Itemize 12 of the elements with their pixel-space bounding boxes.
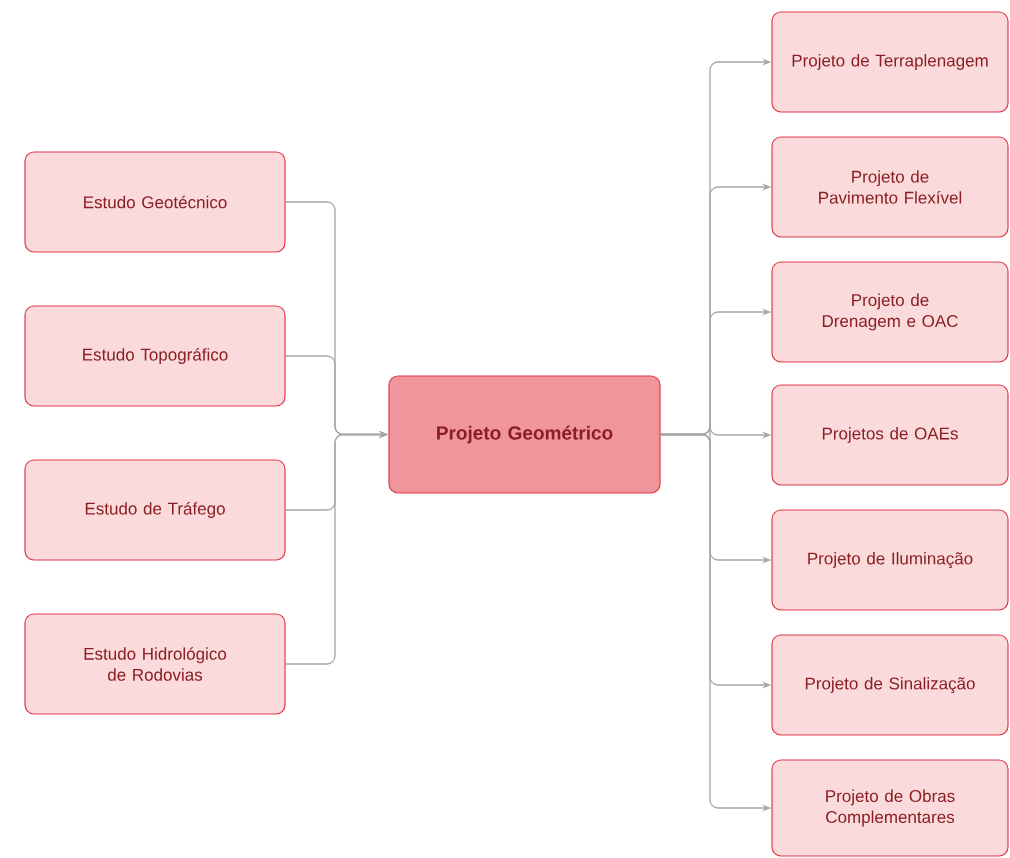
process-box: Projeto de Drenagem e OAC bbox=[771, 261, 1009, 363]
process-box: Projeto de Terraplenagem bbox=[771, 11, 1009, 113]
main-process-box: Projeto Geométrico bbox=[388, 375, 661, 494]
process-box: Projeto de Iluminação bbox=[771, 509, 1009, 611]
process-box: Projetos de OAEs bbox=[771, 384, 1009, 486]
process-box: Estudo Geotécnico bbox=[24, 151, 286, 253]
process-box: Estudo de Tráfego bbox=[24, 459, 286, 561]
process-box: Projeto de Pavimento Flexível bbox=[771, 136, 1009, 238]
process-box: Estudo Topográfico bbox=[24, 305, 286, 407]
process-box: Projeto de Sinalização bbox=[771, 634, 1009, 736]
process-box: Projeto de Obras Complementares bbox=[771, 759, 1009, 857]
process-box: Estudo Hidrológico de Rodovias bbox=[24, 613, 286, 715]
